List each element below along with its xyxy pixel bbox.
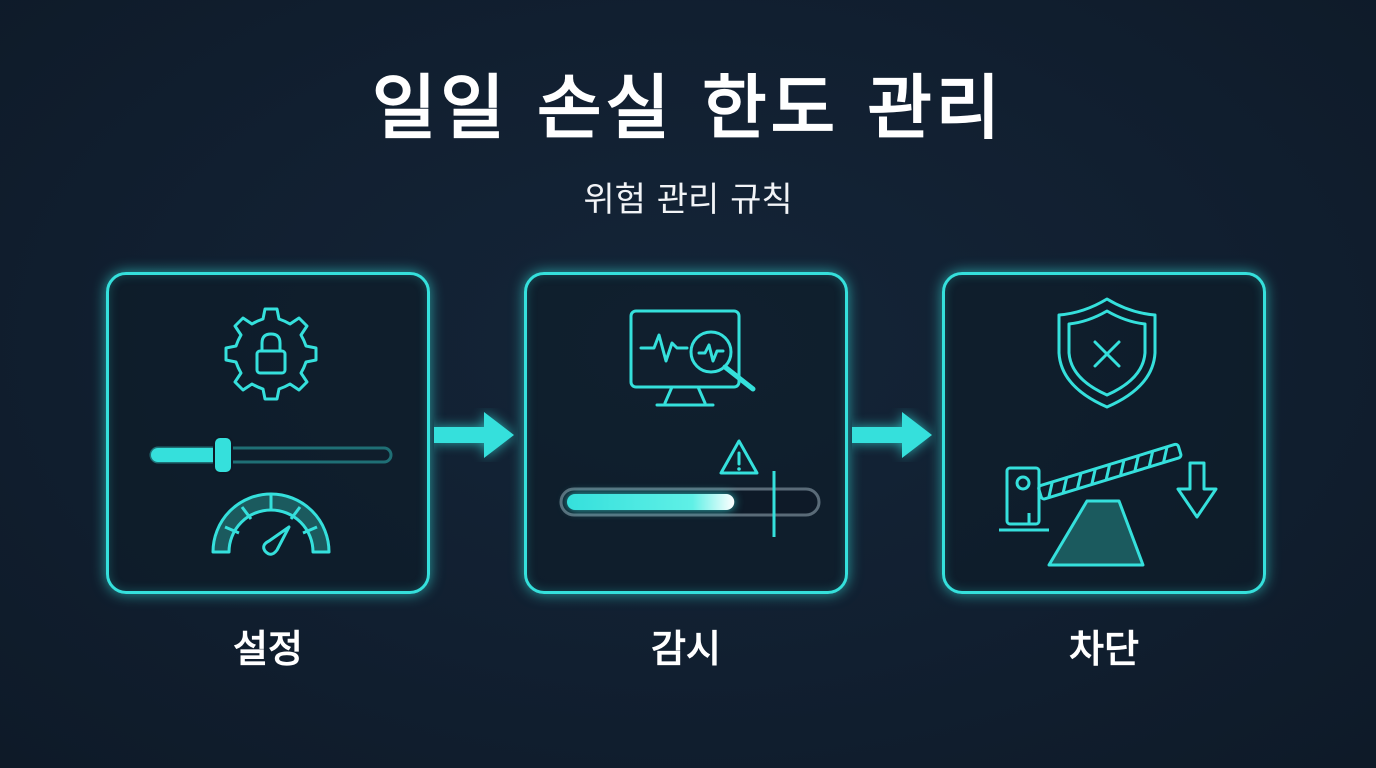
monitor-illustration bbox=[559, 309, 821, 537]
speedometer-icon bbox=[211, 492, 331, 556]
step-label-setup: 설정 bbox=[233, 627, 303, 671]
step-label-block: 차단 bbox=[1069, 627, 1139, 671]
step-card-monitor bbox=[524, 272, 848, 594]
gear-lock-icon bbox=[224, 307, 318, 401]
monitor-analysis-icon bbox=[629, 309, 756, 407]
page-title: 일일 손실 한도 관리 bbox=[371, 67, 1005, 149]
flow-arrow-1-icon bbox=[434, 412, 514, 458]
setup-illustration bbox=[149, 307, 393, 556]
barrier-gate-icon bbox=[999, 442, 1183, 567]
down-arrow-icon bbox=[1176, 461, 1218, 519]
slider-icon bbox=[149, 436, 393, 474]
shield-x-icon bbox=[1057, 297, 1157, 409]
page-subtitle: 위험 관리 규칙 bbox=[583, 180, 793, 220]
step-card-block bbox=[942, 272, 1266, 594]
warning-icon bbox=[719, 439, 759, 475]
step-label-monitor: 감시 bbox=[651, 627, 721, 671]
progress-bar-icon bbox=[559, 471, 821, 537]
block-illustration bbox=[999, 297, 1218, 567]
flow-arrow-2-icon bbox=[852, 412, 932, 458]
step-card-setup bbox=[106, 272, 430, 594]
